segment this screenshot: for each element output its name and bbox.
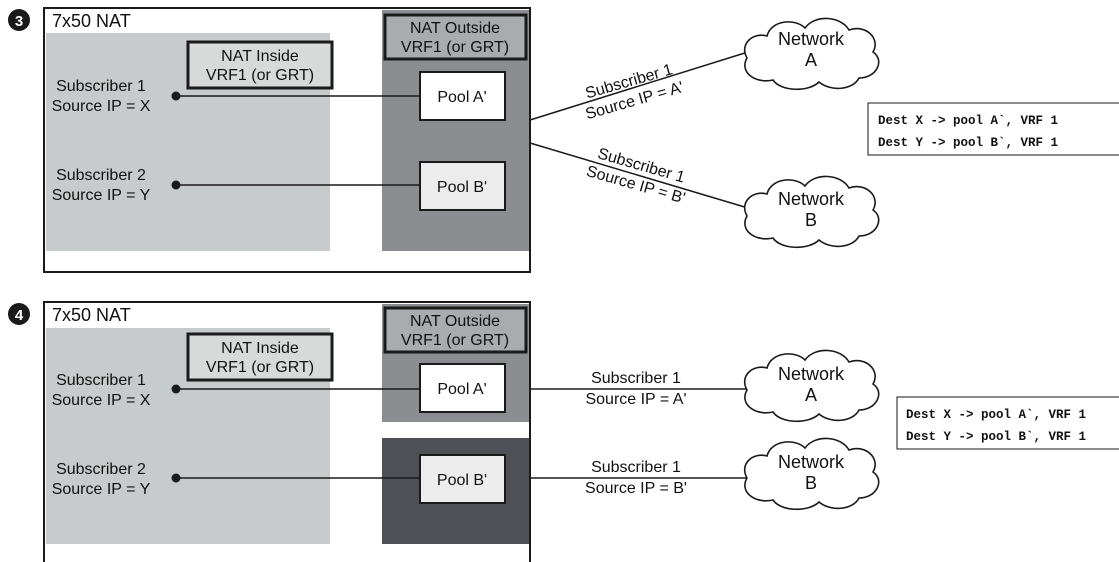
network-a-label-line1: Network	[778, 364, 845, 384]
pool-b-box	[419, 454, 506, 504]
step-badge	[8, 9, 30, 31]
subscriber-2-source-ip: Source IP = Y	[52, 481, 151, 498]
subscriber-1-name: Subscriber 1	[56, 372, 146, 389]
route-entry-1: Dest X -> pool A`, VRF 1	[906, 408, 1086, 422]
link-to-network-a	[529, 51, 749, 121]
step-number: 4	[15, 307, 24, 324]
network-b-label-line2: B	[805, 210, 817, 230]
network-a-cloud	[743, 17, 880, 91]
network-a-label-line2: A	[805, 50, 817, 70]
network-b-label-line1: Network	[778, 452, 845, 472]
step-badge	[8, 303, 30, 325]
link-b-source-ip: Source IP = B'	[585, 480, 687, 497]
subscriber-1-source-ip: Source IP = X	[52, 98, 151, 115]
nat-inside-label-line1: NAT Inside	[221, 48, 299, 65]
subscriber-1-name: Subscriber 1	[56, 78, 146, 95]
nat-inside-label-box	[186, 40, 334, 90]
route-entry-1: Dest X -> pool A`, VRF 1	[878, 114, 1058, 128]
network-b-label-line2: B	[805, 473, 817, 493]
subscriber-2-name: Subscriber 2	[56, 167, 146, 184]
network-a-cloud	[743, 349, 880, 423]
network-b-label-line1: Network	[778, 189, 845, 209]
pool-a-label: Pool A'	[437, 89, 486, 106]
panel-step-4: 4 7x50 NAT NAT Inside VRF1 (or GRT) NAT …	[8, 301, 1119, 562]
nat-inside-label-line1: NAT Inside	[221, 340, 299, 357]
pool-b-label: Pool B'	[437, 179, 487, 196]
network-a-label-line1: Network	[778, 29, 845, 49]
router-title: 7x50 NAT	[52, 11, 131, 31]
network-b-cloud	[743, 437, 880, 511]
network-a-label-line2: A	[805, 385, 817, 405]
route-entry-2: Dest Y -> pool B`, VRF 1	[906, 430, 1086, 444]
subscriber-1-source-ip: Source IP = X	[52, 392, 151, 409]
nat-inside-label-line2: VRF1 (or GRT)	[206, 67, 314, 84]
pool-a-box	[419, 71, 506, 121]
panel-step-3: 3 7x50 NAT NAT Inside VRF1 (or GRT) NAT …	[8, 7, 1119, 273]
nat-inside-label-line2: VRF1 (or GRT)	[206, 359, 314, 376]
nat-outside-label-line1: NAT Outside	[410, 313, 500, 330]
pool-a-box	[419, 363, 506, 413]
link-a-subscriber: Subscriber 1	[591, 370, 681, 387]
nat-outside-label-box	[383, 13, 528, 61]
subscriber-2-source-ip: Source IP = Y	[52, 187, 151, 204]
link-b-subscriber: Subscriber 1	[591, 459, 681, 476]
link-a-source-ip: Source IP = A'	[585, 391, 686, 408]
nat-outside-label-line2: VRF1 (or GRT)	[401, 332, 509, 349]
link-to-network-b	[529, 142, 749, 209]
nat-outside-label-box	[383, 306, 528, 354]
nat-outside-label-line2: VRF1 (or GRT)	[401, 39, 509, 56]
pool-a-label: Pool A'	[437, 381, 486, 398]
step-number: 3	[15, 13, 23, 30]
routing-table-box	[867, 102, 1119, 156]
nat-inside-label-box	[186, 332, 334, 382]
pool-b-label: Pool B'	[437, 472, 487, 489]
route-entry-2: Dest Y -> pool B`, VRF 1	[878, 136, 1058, 150]
routing-table-box	[896, 396, 1119, 450]
network-b-cloud	[743, 175, 880, 249]
nat-outside-label-line1: NAT Outside	[410, 20, 500, 37]
router-title: 7x50 NAT	[52, 305, 131, 325]
pool-b-box	[419, 161, 506, 211]
subscriber-2-name: Subscriber 2	[56, 461, 146, 478]
